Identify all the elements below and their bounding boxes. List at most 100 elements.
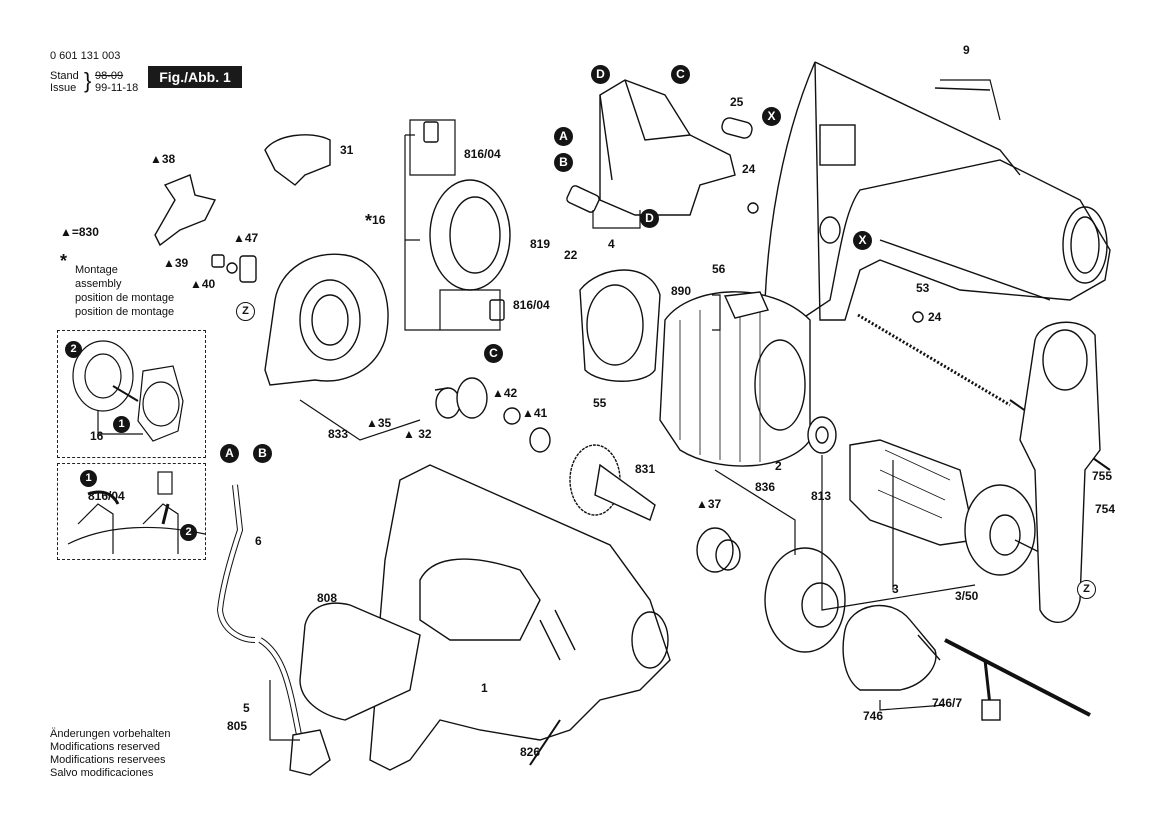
part-label-3-50: 3/50: [955, 589, 979, 603]
part-label-35: ▲35: [366, 416, 392, 430]
callout-x: X: [853, 231, 872, 250]
asterisk-icon: *: [60, 251, 68, 271]
callout-a: A: [220, 444, 239, 463]
chuck-key-part-746-7: [944, 638, 1091, 721]
assembly-note-line: Montage: [75, 264, 118, 276]
part-label-25: 25: [730, 95, 744, 109]
chuck-part-746: [842, 604, 941, 691]
step-1-badge: 1: [80, 470, 97, 487]
part-label-831: 831: [635, 462, 656, 476]
asterisk-icon: *: [365, 211, 373, 231]
figure-label: Fig./Abb. 1: [148, 66, 242, 88]
callout-z: Z: [236, 302, 255, 321]
switch-part-4: [566, 79, 736, 216]
auxiliary-handle-part-754: [857, 313, 1111, 623]
inset-part-816-04-label: 816/04: [88, 489, 125, 503]
part-label-808: 808: [317, 591, 338, 605]
part-label-32: ▲ 32: [403, 427, 432, 441]
part-label-754: 754: [1095, 502, 1116, 516]
inset-part-16-label: 16: [90, 429, 104, 443]
part-label-24: 24: [742, 162, 756, 176]
callout-b: B: [253, 444, 272, 463]
brush-holder-ring: [429, 179, 511, 291]
part-label-813: 813: [811, 489, 832, 503]
part-label-56: 56: [712, 262, 726, 276]
part-label-16-text: 16: [372, 213, 386, 227]
part-label-746-7: 746/7: [932, 696, 963, 710]
triangle-note: ▲=830: [60, 225, 99, 239]
step-2-badge: 2: [180, 524, 197, 541]
part-label-16: *16: [365, 211, 386, 231]
callout-z: Z: [1077, 580, 1096, 599]
part-label-41: ▲41: [522, 406, 548, 420]
callout-c: C: [484, 344, 503, 363]
gear-shaft-part-831: [569, 444, 656, 521]
part-label-4: 4: [608, 237, 615, 251]
end-shield: [264, 253, 389, 386]
bearing-part-813: [807, 416, 837, 454]
footer-line: Änderungen vorbehalten: [50, 728, 171, 740]
footer-line: Salvo modificaciones: [50, 767, 154, 779]
part-label-836: 836: [755, 480, 776, 494]
part-number: 0 601 131 003: [50, 50, 121, 62]
issue-date: 99-11-18: [95, 82, 139, 94]
part-label-3: 3: [892, 582, 899, 596]
part-label-55: 55: [593, 396, 607, 410]
callout-b: B: [554, 153, 573, 172]
callout-d: D: [640, 209, 659, 228]
part-label-755: 755: [1092, 469, 1113, 483]
brush-holder-housing: [579, 269, 661, 382]
part-label-38: ▲38: [150, 152, 176, 166]
part-label-6: 6: [255, 534, 262, 548]
part-label-833: 833: [328, 427, 349, 441]
part-label-816-04: 816/04: [464, 147, 501, 161]
part-label-53: 53: [916, 281, 930, 295]
part-label-40: ▲40: [190, 277, 216, 291]
part-label-37: ▲37: [696, 497, 722, 511]
assembly-note-line: assembly: [75, 278, 122, 290]
part-label-22: 22: [564, 248, 578, 262]
callout-a: A: [554, 127, 573, 146]
stand-date: 98-09: [95, 70, 124, 82]
power-cable-part-6: [216, 484, 331, 776]
issue-label: Issue: [50, 82, 77, 94]
part-label-39: ▲39: [163, 256, 189, 270]
housing-shell-part-9: [764, 61, 1111, 321]
assembly-note-line: position de montage: [75, 292, 175, 304]
part-label-5: 5: [243, 701, 250, 715]
step-1-badge: 1: [113, 416, 130, 433]
inset-brush-holder: 2 1 16: [57, 330, 206, 458]
part-label-47: ▲47: [233, 231, 259, 245]
bearing-part-37: [696, 527, 741, 573]
armature-part-3: [849, 439, 1046, 576]
footer-line: Modifications reserved: [50, 741, 161, 753]
small-parts: [211, 121, 924, 766]
assembly-note-line: position de montage: [75, 306, 175, 318]
callout-c: C: [671, 65, 690, 84]
inset-brush-replace: 1 2 816/04: [57, 463, 206, 560]
part-label-31: 31: [340, 143, 354, 157]
part-label-746: 746: [863, 709, 884, 723]
part-label-890: 890: [671, 284, 692, 298]
inset-brush-holder-drawing: [72, 340, 184, 442]
step-2-badge: 2: [65, 341, 82, 358]
part-label-816-04: 816/04: [513, 298, 550, 312]
capacitor-part-808: [299, 602, 421, 721]
callout-x: X: [762, 107, 781, 126]
part-label-9: 9: [963, 43, 970, 57]
part-31-shape: [264, 134, 331, 186]
part-label-805: 805: [227, 719, 248, 733]
part-25-shape: [721, 117, 753, 139]
part-38-shape: [154, 174, 217, 247]
part-label-42: ▲42: [492, 386, 518, 400]
part-label-24: 24: [928, 310, 942, 324]
part-label-826: 826: [520, 745, 541, 759]
part-label-2: 2: [775, 459, 782, 473]
footer-line: Modifications reservees: [50, 754, 166, 766]
stand-label: Stand: [50, 70, 79, 82]
housing-part-1: [369, 464, 671, 771]
part-label-819: 819: [530, 237, 551, 251]
part-label-1: 1: [481, 681, 488, 695]
gear-housing-part-836: [764, 547, 846, 653]
